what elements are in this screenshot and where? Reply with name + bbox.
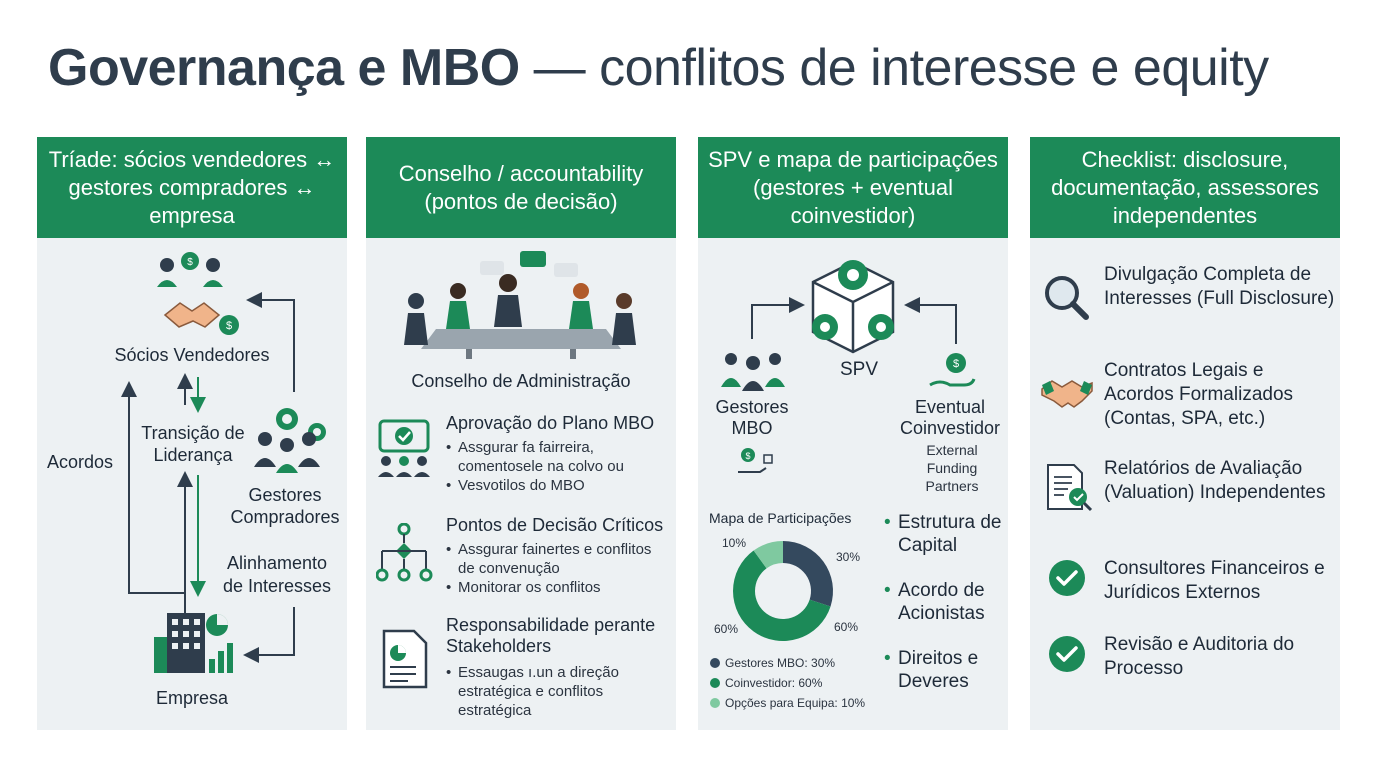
gestores-mbo-label: Gestores MBO <box>715 397 789 438</box>
magnifier-icon <box>1045 276 1089 320</box>
item-pontos-decisao-bullet: Assgurar fainertes e conflitos de conven… <box>446 540 671 578</box>
gestores-mbo-icon <box>721 353 785 391</box>
legend-item: Coinvestidor: 60% <box>710 673 865 693</box>
item-pontos-decisao: Pontos de Decisão Críticos Assgurar fain… <box>446 515 671 597</box>
svg-text:$: $ <box>226 320 232 332</box>
document-chart-icon <box>382 629 428 689</box>
coinvestidor-icon: $ <box>929 353 976 387</box>
slice-label: 60% <box>714 622 738 636</box>
handshake-icon <box>1041 380 1093 408</box>
empresa-icon <box>154 613 233 673</box>
legend-label: Gestores MBO: 30% <box>725 656 836 670</box>
bullet-direitos: Direitos e Deveres <box>884 647 1004 693</box>
item-responsabilidade-title: Responsabilidade perante Stakeholders <box>446 615 656 656</box>
item-aprovacao-title: Aprovação do Plano MBO <box>446 413 655 433</box>
header-checklist: Checklist: disclosure, documentação, ass… <box>1030 137 1340 238</box>
empresa-label: Empresa <box>155 688 229 708</box>
column-conselho: Conselho / accountability (pontos de dec… <box>366 137 676 730</box>
slice-label: 30% <box>836 550 860 564</box>
item-aprovacao-bullet: Assgurar fa fairreira, comentosele na co… <box>446 438 671 476</box>
donut-slice <box>783 541 833 607</box>
column-spv: SPV e mapa de participações (gestores + … <box>698 137 1008 730</box>
column-triade: Tríade: sócios vendedores ↔ gestores com… <box>37 137 347 730</box>
column-checklist: Checklist: disclosure, documentação, ass… <box>1030 137 1340 730</box>
item-pontos-decisao-bullet: Monitorar os conflitos <box>446 578 671 597</box>
item-responsabilidade: Responsabilidade perante Stakeholders Es… <box>446 615 671 720</box>
socios-vendedores-label: Sócios Vendedores <box>114 345 270 365</box>
header-spv: SPV e mapa de participações (gestores + … <box>698 137 1008 238</box>
acordos-label: Acordos <box>47 452 114 472</box>
triade-diagram: $ $ <box>121 252 326 673</box>
money-hand-icon: $ <box>738 448 773 473</box>
legend-swatch <box>710 698 720 708</box>
donut-slice <box>753 541 783 569</box>
board-label: Conselho de Administração <box>411 371 631 391</box>
spv-bullets: Estrutura de Capital Acordo de Acionista… <box>884 511 1004 693</box>
bullet-estrutura: Estrutura de Capital <box>884 511 1004 557</box>
check-icon <box>1049 560 1085 596</box>
legend-label: Opções para Equipa: 10% <box>725 696 866 710</box>
header-triade: Tríade: sócios vendedores ↔ gestores com… <box>37 137 347 238</box>
alinhamento-label: Alinhamento de Interesses <box>222 553 332 596</box>
gestores-compradores-label: Gestores Compradores <box>230 485 340 527</box>
chart-title: Mapa de Participações <box>709 510 852 526</box>
checklist-item: Consultores Financeiros e Jurídicos Exte… <box>1104 558 1325 603</box>
socios-vendedores-icon: $ $ <box>157 252 239 335</box>
item-responsabilidade-bullet: Essaugas ı.un a direção estratégica e co… <box>446 663 671 720</box>
item-aprovacao-bullet: Vesvotilos do MBO <box>446 476 671 495</box>
check-icon <box>1049 636 1085 672</box>
page-title: Governança e MBO — conflitos de interess… <box>48 39 1269 97</box>
legend-swatch <box>710 658 720 668</box>
spv-diagram: $ $ <box>721 260 976 473</box>
external-funding-label: External Funding Partners <box>925 442 979 494</box>
checklist-item: Contratos Legais e Acordos Formalizados … <box>1104 360 1294 429</box>
svg-text:$: $ <box>187 257 193 268</box>
legend-label: Coinvestidor: 60% <box>725 676 823 690</box>
slice-label: 60% <box>834 620 858 634</box>
spv-label: SPV <box>840 359 879 380</box>
board-meeting-illustration <box>404 251 636 359</box>
checklist-item: Revisão e Auditoria do Processo <box>1104 634 1295 679</box>
legend-swatch <box>710 678 720 688</box>
participacoes-donut-chart: 10% 30% 60% 60% <box>714 536 860 641</box>
checklist-item: Divulgação Completa de Interesses (Full … <box>1104 264 1335 309</box>
legend-item: Gestores MBO: 30% <box>710 653 865 673</box>
chart-legend: Gestores MBO: 30% Coinvestidor: 60% Opçõ… <box>710 653 865 713</box>
transicao-label: Transição de Liderança <box>141 423 245 465</box>
legend-item: Opções para Equipa: 10% <box>710 693 865 713</box>
approval-icon <box>378 419 430 477</box>
svg-text:$: $ <box>953 358 959 370</box>
checklist-item: Relatórios de Avaliação (Valuation) Inde… <box>1104 458 1326 503</box>
bullet-acordo: Acordo de Acionistas <box>884 579 1004 625</box>
decision-tree-icon <box>376 523 433 582</box>
svg-text:$: $ <box>745 451 750 461</box>
item-pontos-decisao-title: Pontos de Decisão Críticos <box>446 515 664 535</box>
header-conselho: Conselho / accountability (pontos de dec… <box>366 137 676 238</box>
gestores-compradores-icon <box>254 408 326 473</box>
slice-label: 10% <box>722 536 746 550</box>
report-icon <box>1047 464 1093 512</box>
item-aprovacao: Aprovação do Plano MBO Assgurar fa fairr… <box>446 413 671 495</box>
coinvestidor-label: Eventual Coinvestidor <box>899 397 1001 438</box>
donut-slice <box>733 550 831 641</box>
